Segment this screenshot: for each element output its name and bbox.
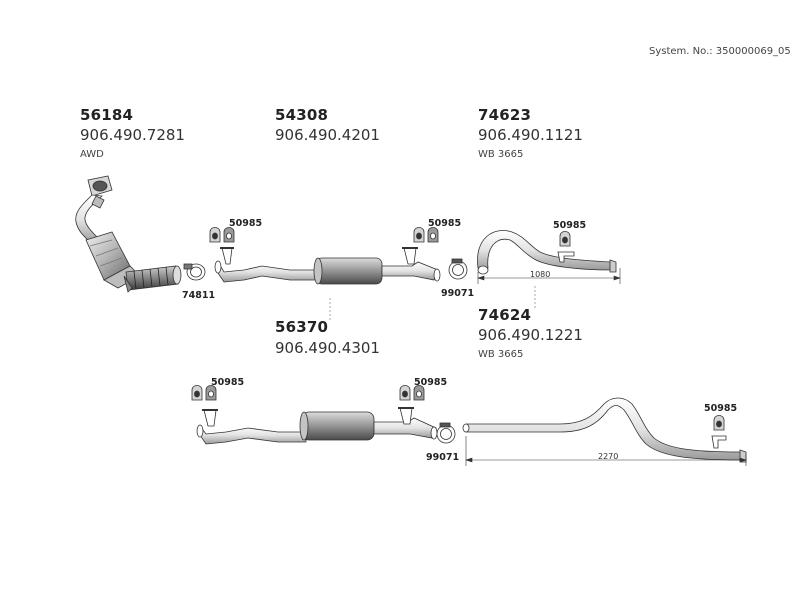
part-number-74623: 74623 [478, 106, 532, 124]
tail-pipe-74623 [477, 230, 617, 275]
oe-number-54308: 906.490.4201 [275, 126, 380, 144]
oe-number-56184: 906.490.7281 [80, 126, 185, 144]
dimension-label-lower: 2270 [598, 452, 619, 461]
hanger-label-50985: 50985 [414, 377, 448, 388]
oe-number-74624: 906.490.1221 [478, 326, 583, 344]
note-74624: WB 3665 [478, 349, 524, 360]
hanger-label-50985: 50985 [211, 377, 245, 388]
rubber-hanger-icon [713, 415, 725, 431]
tail-pipe-74624 [462, 397, 747, 463]
clamp-label-74811: 74811 [182, 290, 216, 301]
clamp-label-99071: 99071 [441, 288, 475, 299]
catalytic-converter-56184 [75, 175, 182, 293]
oe-number-74623: 906.490.1121 [478, 126, 583, 144]
hanger-label-50985: 50985 [553, 220, 587, 231]
middle-pipe-54308 [214, 247, 441, 285]
system-number: System. No.: 350000069_05 [649, 46, 791, 57]
clamp-icon [448, 258, 468, 280]
clamp-icon [436, 422, 456, 444]
rubber-hanger-icon [413, 227, 439, 243]
rubber-hanger-icon [559, 231, 571, 247]
rubber-hanger-icon [209, 227, 235, 243]
hanger-label-50985: 50985 [229, 218, 263, 229]
rubber-hanger-icon [191, 385, 217, 401]
rubber-hanger-icon [399, 385, 425, 401]
note-56184: AWD [80, 149, 104, 160]
part-number-56184: 56184 [80, 106, 134, 124]
clamp-label-99071: 99071 [426, 452, 460, 463]
dimension-line-1080 [477, 268, 621, 284]
note-74623: WB 3665 [478, 149, 524, 160]
middle-pipe-56370 [196, 407, 438, 445]
clamp-icon [183, 263, 206, 281]
dimension-label-upper: 1080 [530, 270, 551, 279]
dimension-line-2270 [465, 436, 747, 466]
part-number-56370: 56370 [275, 318, 329, 336]
hanger-label-50985: 50985 [704, 403, 738, 414]
part-number-54308: 54308 [275, 106, 329, 124]
hanger-label-50985: 50985 [428, 218, 462, 229]
oe-number-56370: 906.490.4301 [275, 339, 380, 357]
part-number-74624: 74624 [478, 306, 532, 324]
